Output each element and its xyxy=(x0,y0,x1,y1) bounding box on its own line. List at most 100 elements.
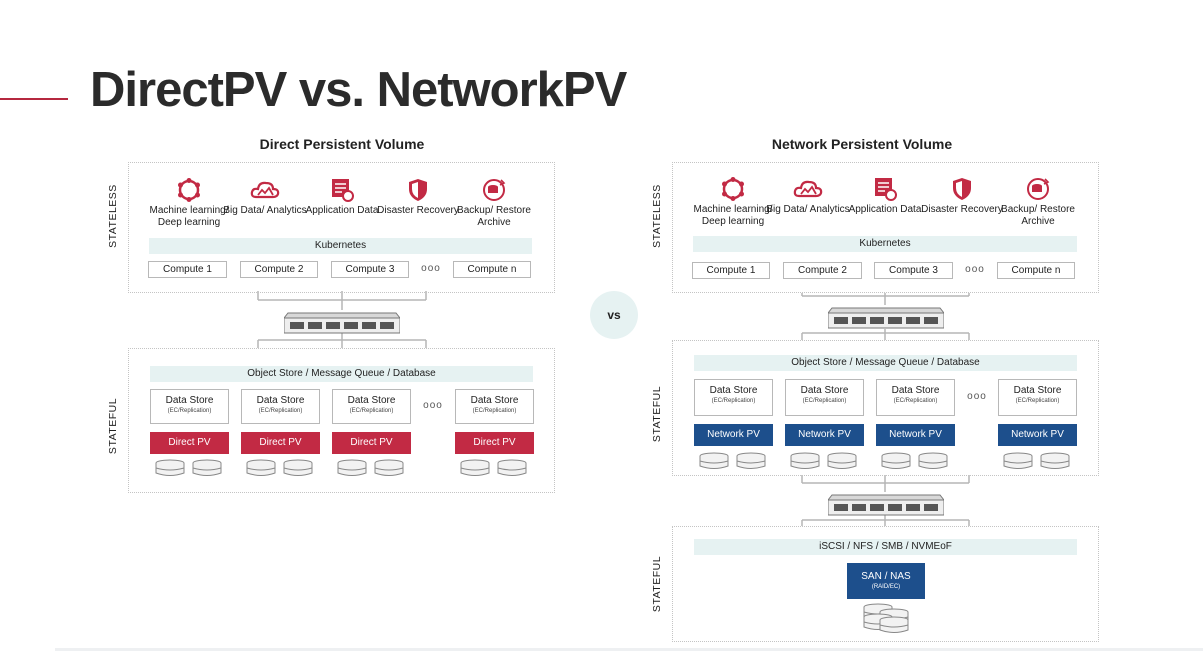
data-store-title: Data Store xyxy=(891,385,940,396)
data-store-sub: (EC/Replication) xyxy=(802,398,847,404)
san-nas-sub: (RAID/EC) xyxy=(871,584,901,590)
data-store-box: Data Store (EC/Replication) xyxy=(241,389,320,424)
kubernetes-band: Kubernetes xyxy=(693,236,1077,252)
data-store-sub: (EC/Replication) xyxy=(1015,398,1060,404)
app-application-data: Application Data xyxy=(297,177,387,217)
data-store-box: Data Store (EC/Replication) xyxy=(455,389,534,424)
ellipsis: ooo xyxy=(967,391,987,402)
app-label: Application Data xyxy=(305,205,379,216)
app-disaster-recovery: Disaster Recovery xyxy=(373,177,463,217)
disk-icon xyxy=(1003,452,1033,469)
disk-icon xyxy=(879,616,909,633)
ellipsis: ooo xyxy=(421,263,441,274)
kubernetes-band: Kubernetes xyxy=(149,238,532,254)
title-accent-line xyxy=(0,98,68,100)
disk-icon xyxy=(374,459,404,476)
disk-array-icon xyxy=(863,603,909,633)
app-label: Backup/ Restore Archive xyxy=(1001,204,1075,227)
data-store-sub: (EC/Replication) xyxy=(349,408,394,414)
network-stateless-label: STATELESS xyxy=(651,184,663,248)
app-label: Disaster Recovery xyxy=(377,205,459,216)
data-store-sub: (EC/Replication) xyxy=(167,408,212,414)
app-machine-learning: Machine learning/ Deep learning xyxy=(144,177,234,229)
direct-diagram-title: Direct Persistent Volume xyxy=(259,136,425,152)
direct-stateless-label: STATELESS xyxy=(107,184,119,248)
compute-box: Compute 1 xyxy=(692,262,770,279)
network-switch-icon xyxy=(826,491,946,521)
disk-icon xyxy=(460,459,490,476)
disk-icon xyxy=(192,459,222,476)
network-switch-icon xyxy=(826,304,946,334)
disk-icon xyxy=(1040,452,1070,469)
footer-divider xyxy=(55,648,1203,651)
direct-stateful-box xyxy=(128,348,555,493)
disk-icon xyxy=(283,459,313,476)
cloud-icon xyxy=(250,181,280,199)
app-label: Backup/ Restore Archive xyxy=(457,205,531,228)
network-diagram-title: Network Persistent Volume xyxy=(771,136,953,152)
network-stateful-label: STATEFUL xyxy=(651,385,663,443)
san-nas-title: SAN / NAS xyxy=(861,571,911,582)
disk-icon xyxy=(246,459,276,476)
direct-stateless-box xyxy=(128,162,555,293)
direct-pv-box: Direct PV xyxy=(332,432,411,454)
ellipsis: ooo xyxy=(423,400,443,411)
disk-icon xyxy=(881,452,911,469)
app-label: Machine learning/ Deep learning xyxy=(693,204,773,227)
data-store-title: Data Store xyxy=(470,395,519,406)
protocols-band: iSCSI / NFS / SMB / NVMEoF xyxy=(694,539,1077,555)
data-store-sub: (EC/Replication) xyxy=(893,398,938,404)
direct-pv-box: Direct PV xyxy=(455,432,534,454)
object-store-band: Object Store / Message Queue / Database xyxy=(694,355,1077,371)
application-data-icon xyxy=(875,178,897,201)
disk-icon xyxy=(827,452,857,469)
compute-box: Compute n xyxy=(997,262,1075,279)
cloud-icon xyxy=(793,180,823,198)
data-store-box: Data Store (EC/Replication) xyxy=(332,389,411,424)
data-store-box: Data Store (EC/Replication) xyxy=(876,379,955,416)
compute-box: Compute 2 xyxy=(783,262,862,279)
direct-stateful-label: STATEFUL xyxy=(107,397,119,455)
data-store-title: Data Store xyxy=(165,395,214,406)
app-big-data: Big Data/ Analytics xyxy=(763,176,853,216)
app-label: Disaster Recovery xyxy=(921,204,1003,215)
direct-pv-box: Direct PV xyxy=(150,432,229,454)
san-nas-box: SAN / NAS (RAID/EC) xyxy=(847,563,925,599)
data-store-title: Data Store xyxy=(347,395,396,406)
data-store-sub: (EC/Replication) xyxy=(472,408,517,414)
disk-icon xyxy=(497,459,527,476)
compute-box: Compute 2 xyxy=(240,261,318,278)
app-label: Big Data/ Analytics xyxy=(766,204,850,215)
disk-drives xyxy=(155,459,527,476)
compute-box: Compute 3 xyxy=(874,262,953,279)
data-store-box: Data Store (EC/Replication) xyxy=(694,379,773,416)
disk-icon xyxy=(918,452,948,469)
app-label: Machine learning/ Deep learning xyxy=(149,205,229,228)
network-switch-icon xyxy=(282,309,402,339)
data-store-box: Data Store (EC/Replication) xyxy=(150,389,229,424)
network-pv-box: Network PV xyxy=(876,424,955,446)
machine-learning-icon xyxy=(722,177,744,201)
disk-icon xyxy=(699,452,729,469)
disk-icon xyxy=(337,459,367,476)
app-disaster-recovery: Disaster Recovery xyxy=(917,176,1007,216)
machine-learning-icon xyxy=(178,178,200,202)
vs-badge: vs xyxy=(590,291,638,339)
data-store-box: Data Store (EC/Replication) xyxy=(998,379,1077,416)
disk-icon xyxy=(155,459,185,476)
compute-box: Compute 3 xyxy=(331,261,409,278)
app-label: Application Data xyxy=(848,204,922,215)
app-big-data: Big Data/ Analytics xyxy=(220,177,310,217)
shield-icon xyxy=(953,178,971,200)
data-store-sub: (EC/Replication) xyxy=(258,408,303,414)
backup-icon xyxy=(1027,178,1050,200)
data-store-sub: (EC/Replication) xyxy=(711,398,756,404)
app-application-data: Application Data xyxy=(840,176,930,216)
network-storage-stateful-label: STATEFUL xyxy=(651,555,663,613)
data-store-title: Data Store xyxy=(1013,385,1062,396)
app-label: Big Data/ Analytics xyxy=(223,205,307,216)
data-store-title: Data Store xyxy=(256,395,305,406)
network-pv-box: Network PV xyxy=(694,424,773,446)
network-pv-box: Network PV xyxy=(785,424,864,446)
